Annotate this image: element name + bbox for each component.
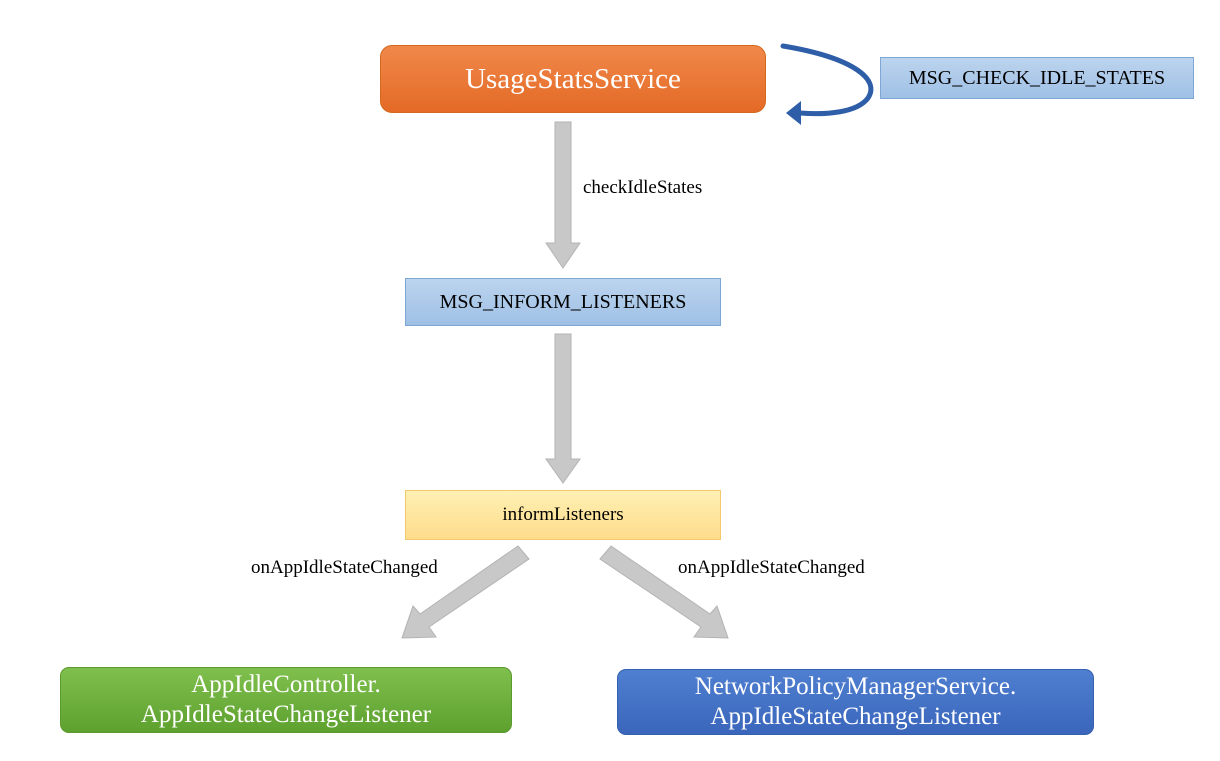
arrow-check-idle-states (545, 121, 581, 269)
msg-check-idle-states-node: MSG_CHECK_IDLE_STATES (880, 57, 1194, 99)
msg-inform-listeners-node: MSG_INFORM_LISTENERS (405, 278, 721, 326)
network-policy-manager-line1: NetworkPolicyManagerService. (694, 673, 1017, 700)
check-idle-states-label: checkIdleStates (583, 177, 703, 198)
on-app-idle-right-label: onAppIdleStateChanged (678, 557, 865, 578)
network-policy-manager-line2: AppIdleStateChangeListener (710, 703, 1001, 730)
arrow-inform-listeners (545, 333, 581, 484)
msg-check-idle-states-label: MSG_CHECK_IDLE_STATES (908, 66, 1166, 89)
usage-stats-service-label: UsageStatsService (465, 62, 681, 95)
app-idle-controller-node: AppIdleController. AppIdleStateChangeLis… (60, 667, 512, 733)
msg-inform-listeners-label: MSG_INFORM_LISTENERS (439, 290, 687, 313)
app-idle-controller-line2: AppIdleStateChangeListener (140, 701, 432, 728)
self-loop-arrow (780, 43, 874, 117)
usage-stats-service-node: UsageStatsService (380, 45, 766, 113)
app-idle-controller-line1: AppIdleController. (191, 671, 381, 698)
inform-listeners-node: informListeners (405, 490, 721, 540)
on-app-idle-left-label: onAppIdleStateChanged (251, 557, 438, 578)
self-loop-arrowhead (786, 101, 801, 125)
arrow-to-app-idle-controller (401, 545, 530, 639)
inform-listeners-label: informListeners (502, 504, 624, 525)
arrow-to-network-policy (599, 545, 729, 639)
network-policy-manager-node: NetworkPolicyManagerService. AppIdleStat… (617, 669, 1094, 735)
